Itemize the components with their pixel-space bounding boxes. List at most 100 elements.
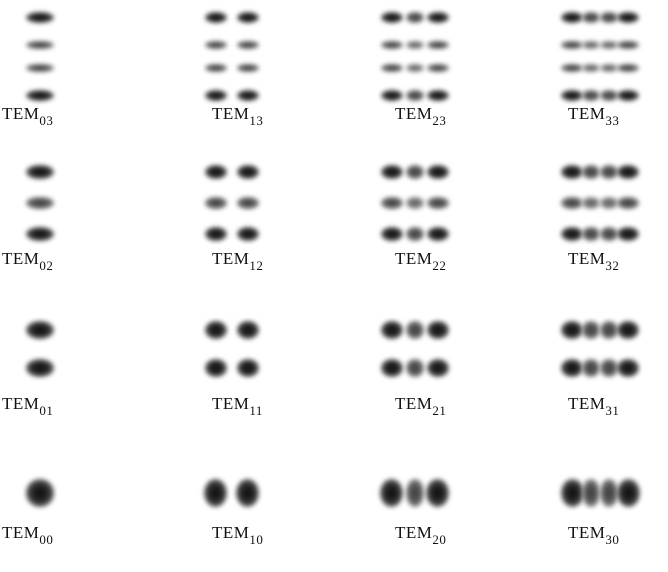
mode-label-index: 10 [249, 532, 263, 547]
intensity-lobe [406, 90, 424, 101]
intensity-lobe [582, 227, 600, 241]
mode-label-prefix: TEM [395, 394, 432, 413]
intensity-lobe [561, 227, 583, 241]
intensity-lobe [205, 321, 227, 339]
intensity-lobe [237, 197, 259, 208]
intensity-lobe [561, 90, 583, 101]
intensity-lobe [600, 197, 618, 208]
intensity-lobe [237, 227, 259, 241]
intensity-lobe [617, 165, 639, 179]
intensity-lobe [26, 12, 54, 23]
intensity-lobe [582, 12, 600, 23]
intensity-lobe [381, 227, 403, 241]
intensity-lobe [26, 64, 54, 73]
intensity-lobe [381, 197, 403, 208]
intensity-lobe [237, 64, 259, 73]
intensity-lobe [205, 165, 227, 179]
intensity-lobe [427, 41, 449, 50]
intensity-lobe [600, 90, 618, 101]
mode-label-index: 23 [432, 113, 446, 128]
intensity-lobe [617, 479, 640, 507]
intensity-lobe [205, 227, 227, 241]
mode-label-prefix: TEM [568, 523, 605, 542]
intensity-lobe [561, 12, 583, 23]
mode-label: TEM23 [395, 104, 446, 129]
mode-label-index: 12 [249, 258, 263, 273]
mode-label: TEM10 [212, 523, 263, 548]
mode-label-index: 22 [432, 258, 446, 273]
intensity-lobe [600, 479, 618, 507]
intensity-lobe [205, 64, 227, 73]
intensity-lobe [26, 41, 54, 50]
intensity-lobe [26, 197, 54, 208]
intensity-lobe [561, 321, 583, 339]
intensity-lobe [205, 197, 227, 208]
mode-label: TEM31 [568, 394, 619, 419]
intensity-lobe [237, 321, 259, 339]
intensity-lobe [380, 479, 403, 507]
intensity-lobe [427, 12, 449, 23]
intensity-lobe [406, 359, 424, 377]
mode-label-prefix: TEM [2, 249, 39, 268]
intensity-lobe [561, 197, 583, 208]
intensity-lobe [427, 90, 449, 101]
intensity-lobe [381, 321, 403, 339]
mode-label-index: 31 [605, 403, 619, 418]
intensity-lobe [26, 321, 54, 339]
intensity-lobe [427, 359, 449, 377]
intensity-lobe [427, 197, 449, 208]
mode-label-prefix: TEM [212, 523, 249, 542]
intensity-lobe [237, 12, 259, 23]
intensity-lobe [582, 197, 600, 208]
intensity-lobe [561, 41, 583, 50]
intensity-lobe [237, 90, 259, 101]
mode-label-index: 30 [605, 532, 619, 547]
intensity-lobe [426, 479, 449, 507]
intensity-lobe [26, 227, 54, 241]
intensity-lobe [237, 359, 259, 377]
intensity-lobe [617, 64, 639, 73]
intensity-lobe [600, 41, 618, 50]
intensity-lobe [26, 479, 55, 507]
intensity-lobe [561, 165, 583, 179]
mode-label-prefix: TEM [2, 394, 39, 413]
mode-label: TEM01 [2, 394, 53, 419]
mode-label-index: 20 [432, 532, 446, 547]
intensity-lobe [600, 165, 618, 179]
intensity-lobe [406, 12, 424, 23]
mode-label-index: 21 [432, 403, 446, 418]
mode-label-prefix: TEM [212, 249, 249, 268]
mode-label: TEM03 [2, 104, 53, 129]
intensity-lobe [617, 197, 639, 208]
intensity-lobe [600, 12, 618, 23]
intensity-lobe [561, 479, 584, 507]
intensity-lobe [406, 64, 424, 73]
intensity-lobe [406, 197, 424, 208]
intensity-lobe [237, 41, 259, 50]
intensity-lobe [617, 227, 639, 241]
intensity-lobe [582, 41, 600, 50]
intensity-lobe [617, 12, 639, 23]
intensity-lobe [26, 359, 54, 377]
intensity-lobe [582, 359, 600, 377]
mode-label: TEM20 [395, 523, 446, 548]
mode-label-index: 32 [605, 258, 619, 273]
intensity-lobe [26, 165, 54, 179]
mode-label-prefix: TEM [395, 249, 432, 268]
mode-label: TEM33 [568, 104, 619, 129]
intensity-lobe [381, 165, 403, 179]
intensity-lobe [381, 359, 403, 377]
intensity-lobe [381, 64, 403, 73]
mode-label: TEM02 [2, 249, 53, 274]
mode-label-prefix: TEM [212, 394, 249, 413]
intensity-lobe [582, 64, 600, 73]
mode-label-index: 13 [249, 113, 263, 128]
intensity-lobe [427, 64, 449, 73]
intensity-lobe [600, 321, 618, 339]
intensity-lobe [406, 41, 424, 50]
mode-label-index: 11 [249, 403, 263, 418]
intensity-lobe [617, 321, 639, 339]
intensity-lobe [236, 479, 259, 507]
intensity-lobe [600, 64, 618, 73]
